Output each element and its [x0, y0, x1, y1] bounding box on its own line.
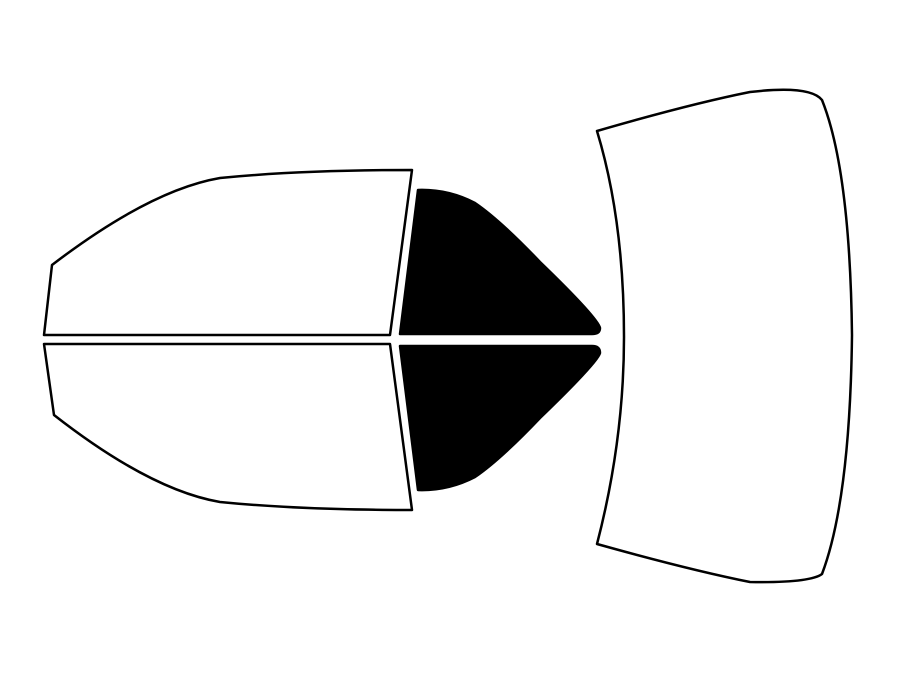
front-door-window-top: [42, 168, 414, 337]
rear-door-window-top: [398, 188, 602, 336]
rear-door-window-bottom: [398, 344, 602, 492]
rear-windshield: [595, 88, 854, 584]
front-door-window-bottom: [42, 342, 414, 512]
